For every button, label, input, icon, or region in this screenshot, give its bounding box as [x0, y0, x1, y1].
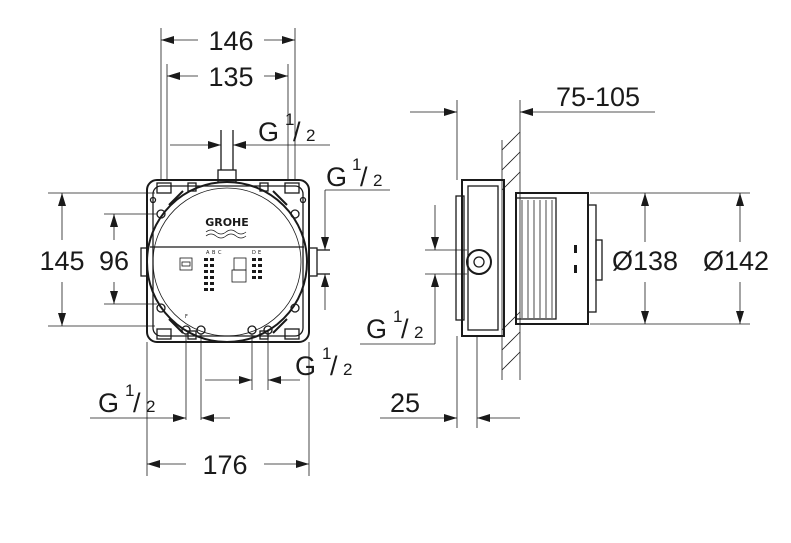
svg-text:1: 1	[322, 344, 331, 363]
svg-text:2: 2	[306, 126, 315, 145]
svg-text:1: 1	[393, 307, 402, 326]
svg-text:2: 2	[343, 360, 352, 379]
dim-diameter-138: Ø138	[612, 246, 678, 276]
svg-text:G: G	[98, 388, 119, 418]
svg-text:/: /	[133, 388, 141, 418]
svg-text:/: /	[330, 351, 338, 381]
svg-text:1: 1	[125, 381, 134, 400]
dim-135: 135	[208, 62, 253, 92]
svg-text:/: /	[360, 162, 368, 192]
port-letter-d: D	[252, 250, 256, 256]
svg-text:G: G	[366, 314, 387, 344]
port-letter-e: E	[258, 250, 261, 256]
svg-text:G: G	[258, 117, 279, 147]
svg-text:/: /	[293, 117, 301, 147]
front-round-cover	[146, 181, 308, 343]
svg-text:/: /	[401, 314, 409, 344]
svg-text:2: 2	[414, 323, 423, 342]
svg-text:G: G	[326, 162, 347, 192]
dim-25: 25	[390, 388, 420, 418]
front-view: GROHE A B C D E F	[140, 130, 330, 343]
svg-text:1: 1	[285, 110, 294, 129]
thread-label-top: G 1 / 2	[258, 110, 315, 147]
port-letter-a: A	[206, 250, 210, 256]
brand-logo-text: GROHE	[205, 216, 249, 229]
svg-text:2: 2	[146, 397, 155, 416]
side-view	[455, 131, 603, 380]
port-letter-c: C	[218, 250, 222, 256]
dim-146: 146	[208, 26, 253, 56]
dim-75-105: 75-105	[556, 82, 640, 112]
dim-96: 96	[99, 246, 129, 276]
dim-176: 176	[202, 450, 247, 480]
svg-text:2: 2	[373, 171, 382, 190]
svg-text:G: G	[295, 351, 316, 381]
svg-text:1: 1	[352, 155, 361, 174]
thread-label-side: G 1 / 2	[366, 307, 423, 344]
port-letter-b: B	[212, 250, 216, 256]
thread-label-right: G 1 / 2	[326, 155, 382, 192]
side-dimension-lines	[360, 100, 750, 428]
thread-label-bottom-right: G 1 / 2	[295, 344, 352, 381]
thread-label-bottom-left: G 1 / 2	[98, 381, 155, 418]
dim-diameter-142: Ø142	[703, 246, 769, 276]
dim-145: 145	[39, 246, 84, 276]
front-dimension-lines	[48, 28, 390, 476]
port-letter-f: F	[185, 314, 188, 320]
